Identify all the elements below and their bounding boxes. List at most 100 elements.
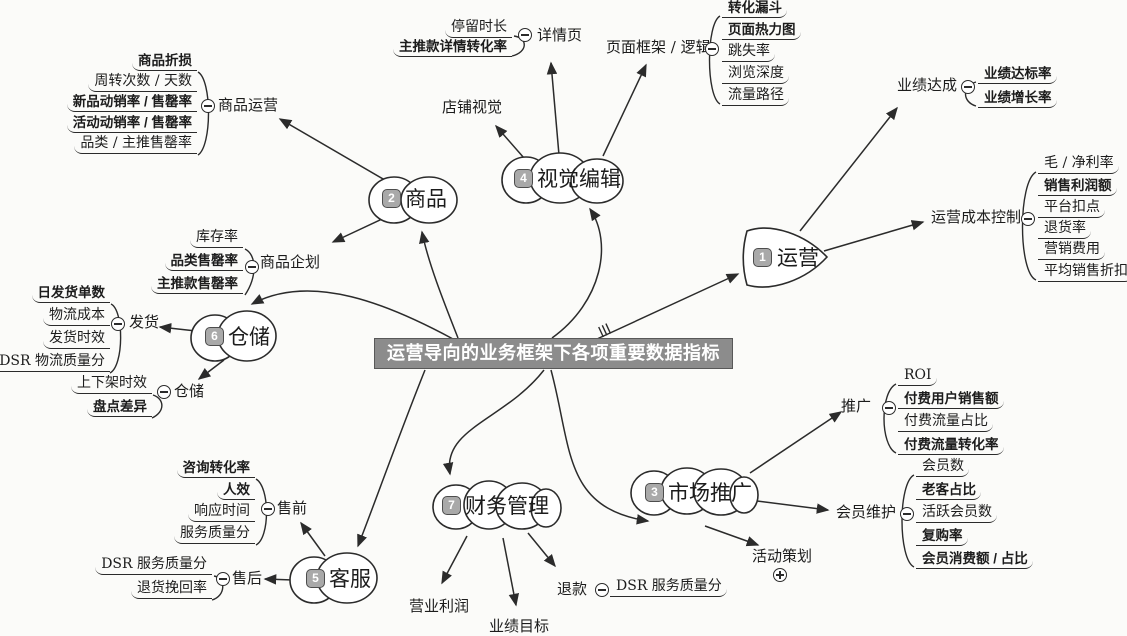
collapse-icon[interactable] <box>1021 212 1035 226</box>
subtopic-operating-profit[interactable]: 营业利润 <box>409 597 470 615</box>
subtopic-merch-operation[interactable]: 商品运营 <box>218 96 279 114</box>
node-marketing[interactable]: 市场推广 <box>668 481 752 505</box>
subtopic-shop-visual[interactable]: 店铺视觉 <box>442 98 503 116</box>
metric-item[interactable]: 商品折损 <box>132 53 197 71</box>
metric-item[interactable]: 人效 <box>217 482 255 500</box>
subtopic-campaign-planning[interactable]: 活动策划 <box>752 547 813 565</box>
node-visual-editing[interactable]: 视觉编辑 <box>537 167 621 191</box>
metric-item[interactable]: 日发货单数 <box>31 285 110 303</box>
metric-item[interactable]: 周转次数 / 天数 <box>88 74 197 92</box>
node-badge-marketing: 3 <box>645 483 664 502</box>
metric-item[interactable]: 活动动销率 / 售罄率 <box>66 115 197 133</box>
metric-item[interactable]: DSR 服务质量分 <box>610 579 727 597</box>
metric-item[interactable]: 咨询转化率 <box>176 460 255 478</box>
collapse-icon[interactable] <box>111 317 125 331</box>
collapse-icon[interactable] <box>705 42 719 56</box>
metric-item[interactable]: 转化漏斗 <box>722 0 787 18</box>
expand-icon[interactable] <box>773 568 787 582</box>
metric-item[interactable]: 跳失率 <box>722 44 775 62</box>
subtopic-presale[interactable]: 售前 <box>277 499 308 517</box>
subtopic-performance-target[interactable]: 业绩目标 <box>489 617 550 635</box>
collapse-icon[interactable] <box>595 583 609 597</box>
metric-item[interactable]: 盘点差异 <box>87 399 152 417</box>
collapse-icon[interactable] <box>201 99 215 113</box>
metric-item[interactable]: 浏览深度 <box>722 66 789 84</box>
collapse-icon[interactable] <box>261 502 275 516</box>
metric-item[interactable]: 付费流量占比 <box>898 414 993 432</box>
arrow-service-to-aftersale <box>263 574 294 585</box>
subtopic-performance-achievement[interactable]: 业绩达成 <box>897 76 958 94</box>
metric-item[interactable]: 主推款售罄率 <box>151 276 243 294</box>
metric-item[interactable]: 物流成本 <box>43 308 110 326</box>
arrow-visual-to-framework <box>602 63 647 157</box>
metric-item[interactable]: 复购率 <box>916 528 968 546</box>
subtopic-shipping[interactable]: 发货 <box>129 313 160 331</box>
group-brackets <box>109 15 1037 601</box>
metric-item[interactable]: 销售利润额 <box>1038 178 1117 196</box>
metric-item[interactable]: 老客占比 <box>916 482 981 500</box>
collapse-icon[interactable] <box>157 385 171 399</box>
metric-item[interactable]: 付费流量转化率 <box>898 437 1004 455</box>
metric-item[interactable]: 会员数 <box>916 459 969 477</box>
operation-pennant[interactable] <box>742 227 829 288</box>
metric-item[interactable]: 退货挽回率 <box>131 581 212 599</box>
node-finance[interactable]: 财务管理 <box>465 494 549 518</box>
node-operation[interactable]: 运营 <box>777 246 819 270</box>
arrow-center-to-operation <box>596 273 740 340</box>
metric-item[interactable]: 付费用户销售额 <box>898 391 1004 409</box>
collapse-icon[interactable] <box>245 260 259 274</box>
subtopic-page-framework[interactable]: 页面框架 / 逻辑 <box>606 38 711 56</box>
central-topic[interactable]: 运营导向的业务框架下各项重要数据指标 <box>374 338 733 369</box>
metric-item[interactable]: 流量路径 <box>722 88 789 106</box>
collapse-icon[interactable] <box>900 507 914 521</box>
node-customer-service[interactable]: 客服 <box>329 567 371 591</box>
node-badge-service: 5 <box>306 569 325 588</box>
metric-item[interactable]: 营销费用 <box>1038 242 1105 260</box>
collapse-icon[interactable] <box>216 572 230 586</box>
metric-item[interactable]: ROI <box>898 368 937 386</box>
subtopic-refund[interactable]: 退款 <box>557 580 588 598</box>
metric-item[interactable]: 活跃会员数 <box>916 505 997 523</box>
collapse-icon[interactable] <box>518 28 532 42</box>
metric-item[interactable]: 退货率 <box>1038 221 1091 239</box>
subtopic-member-maintenance[interactable]: 会员维护 <box>836 503 897 521</box>
subtopic-detail-page[interactable]: 详情页 <box>537 26 583 44</box>
node-products[interactable]: 商品 <box>405 187 447 211</box>
metric-item[interactable]: 上下架时效 <box>71 376 152 394</box>
metric-item[interactable]: 主推款详情转化率 <box>393 39 512 57</box>
metric-item[interactable]: 毛 / 净利率 <box>1038 156 1119 174</box>
metric-item[interactable]: DSR 服务质量分 <box>95 557 212 575</box>
metric-item[interactable]: 新品动销率 / 售罄率 <box>66 94 197 112</box>
collapse-icon[interactable] <box>882 401 896 415</box>
metric-item[interactable]: 响应时间 <box>188 504 255 522</box>
metric-item[interactable]: 业绩增长率 <box>978 90 1057 108</box>
metric-item[interactable]: 页面热力图 <box>722 22 801 40</box>
arrow-finance-to-profit <box>441 535 468 585</box>
subtopic-storage[interactable]: 仓储 <box>174 382 205 400</box>
arrow-operation-to-cost <box>823 220 925 252</box>
subtopic-merch-planning[interactable]: 商品企划 <box>260 253 321 271</box>
node-warehouse[interactable]: 仓储 <box>228 325 270 349</box>
metric-item[interactable]: 发货时效 <box>43 331 110 349</box>
arrow-visual-to-detailpage <box>546 61 560 156</box>
metric-item[interactable]: 库存率 <box>190 230 243 248</box>
metric-item[interactable]: 平台扣点 <box>1038 200 1105 218</box>
arrow-marketing-to-campaign <box>704 525 760 547</box>
metric-item[interactable]: 服务质量分 <box>174 526 255 544</box>
arrow-operation-to-achievement <box>799 106 898 232</box>
metric-item[interactable]: 停留时长 <box>445 20 512 38</box>
metric-item[interactable]: 品类 / 主推售罄率 <box>74 136 197 154</box>
node-badge-products: 2 <box>382 189 401 208</box>
metric-item[interactable]: 会员消费额 / 占比 <box>916 551 1033 569</box>
arrow-finance-to-refund <box>527 532 556 568</box>
metric-item[interactable]: 业绩达标率 <box>978 66 1057 84</box>
node-badge-finance: 7 <box>442 496 461 515</box>
subtopic-cost-control[interactable]: 运营成本控制 <box>931 208 1022 226</box>
subtopic-promotion[interactable]: 推广 <box>841 397 872 415</box>
metric-item[interactable]: 平均销售折扣 <box>1038 264 1127 282</box>
metric-item[interactable]: 品类售罄率 <box>164 253 243 271</box>
collapse-icon[interactable] <box>961 80 975 94</box>
marketing-cloud[interactable] <box>630 467 759 516</box>
subtopic-aftersale[interactable]: 售后 <box>232 569 263 587</box>
metric-item[interactable]: DSR 物流质量分 <box>0 354 110 372</box>
